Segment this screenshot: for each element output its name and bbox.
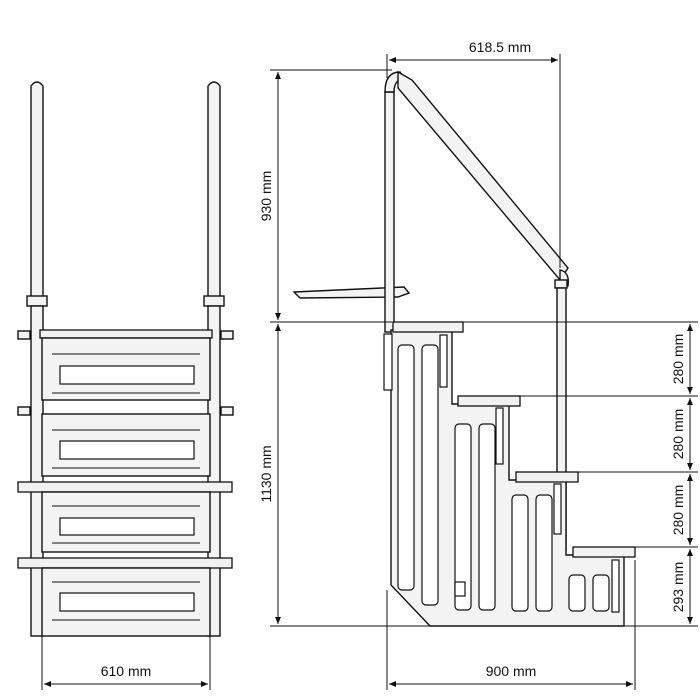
right-step-dimensions: 280 mm 280 mm 280 mm 293 mm: [463, 321, 698, 627]
step-rise-2-label: 280 mm: [670, 409, 686, 460]
step-rise-3-label: 280 mm: [670, 485, 686, 536]
side-slots: [383, 333, 620, 613]
front-left-handrail: [26, 81, 48, 637]
side-stair-body: [390, 329, 625, 627]
side-vertical-post: [384, 91, 395, 333]
step-rise-4-label: 293 mm: [670, 562, 686, 613]
front-step-1: [39, 329, 213, 401]
handrail-reach-dimension: 618.5 mm: [386, 39, 561, 268]
side-view: 618.5 mm 930 mm 1130 mm 280 mm 280 mm 28: [258, 39, 698, 690]
front-step-4: [17, 557, 233, 637]
side-depth-label: 900 mm: [486, 663, 537, 679]
front-width-label: 610 mm: [101, 663, 152, 679]
front-view: 610 mm: [17, 81, 234, 690]
front-step-2: [41, 413, 211, 477]
total-stair-height-label: 1130 mm: [258, 445, 274, 502]
side-handrail: [384, 70, 570, 551]
side-treads: [392, 321, 636, 558]
front-width-dimension: 610 mm: [41, 636, 211, 690]
left-height-dimensions: 930 mm 1130 mm: [258, 69, 430, 627]
step-rise-1-label: 280 mm: [670, 334, 686, 385]
front-step-3: [17, 481, 233, 553]
side-depth-dimension: 900 mm: [386, 560, 636, 690]
handrail-reach-label: 618.5 mm: [469, 39, 531, 55]
handrail-height-label: 930 mm: [258, 171, 274, 222]
front-side-tabs: [17, 330, 234, 416]
